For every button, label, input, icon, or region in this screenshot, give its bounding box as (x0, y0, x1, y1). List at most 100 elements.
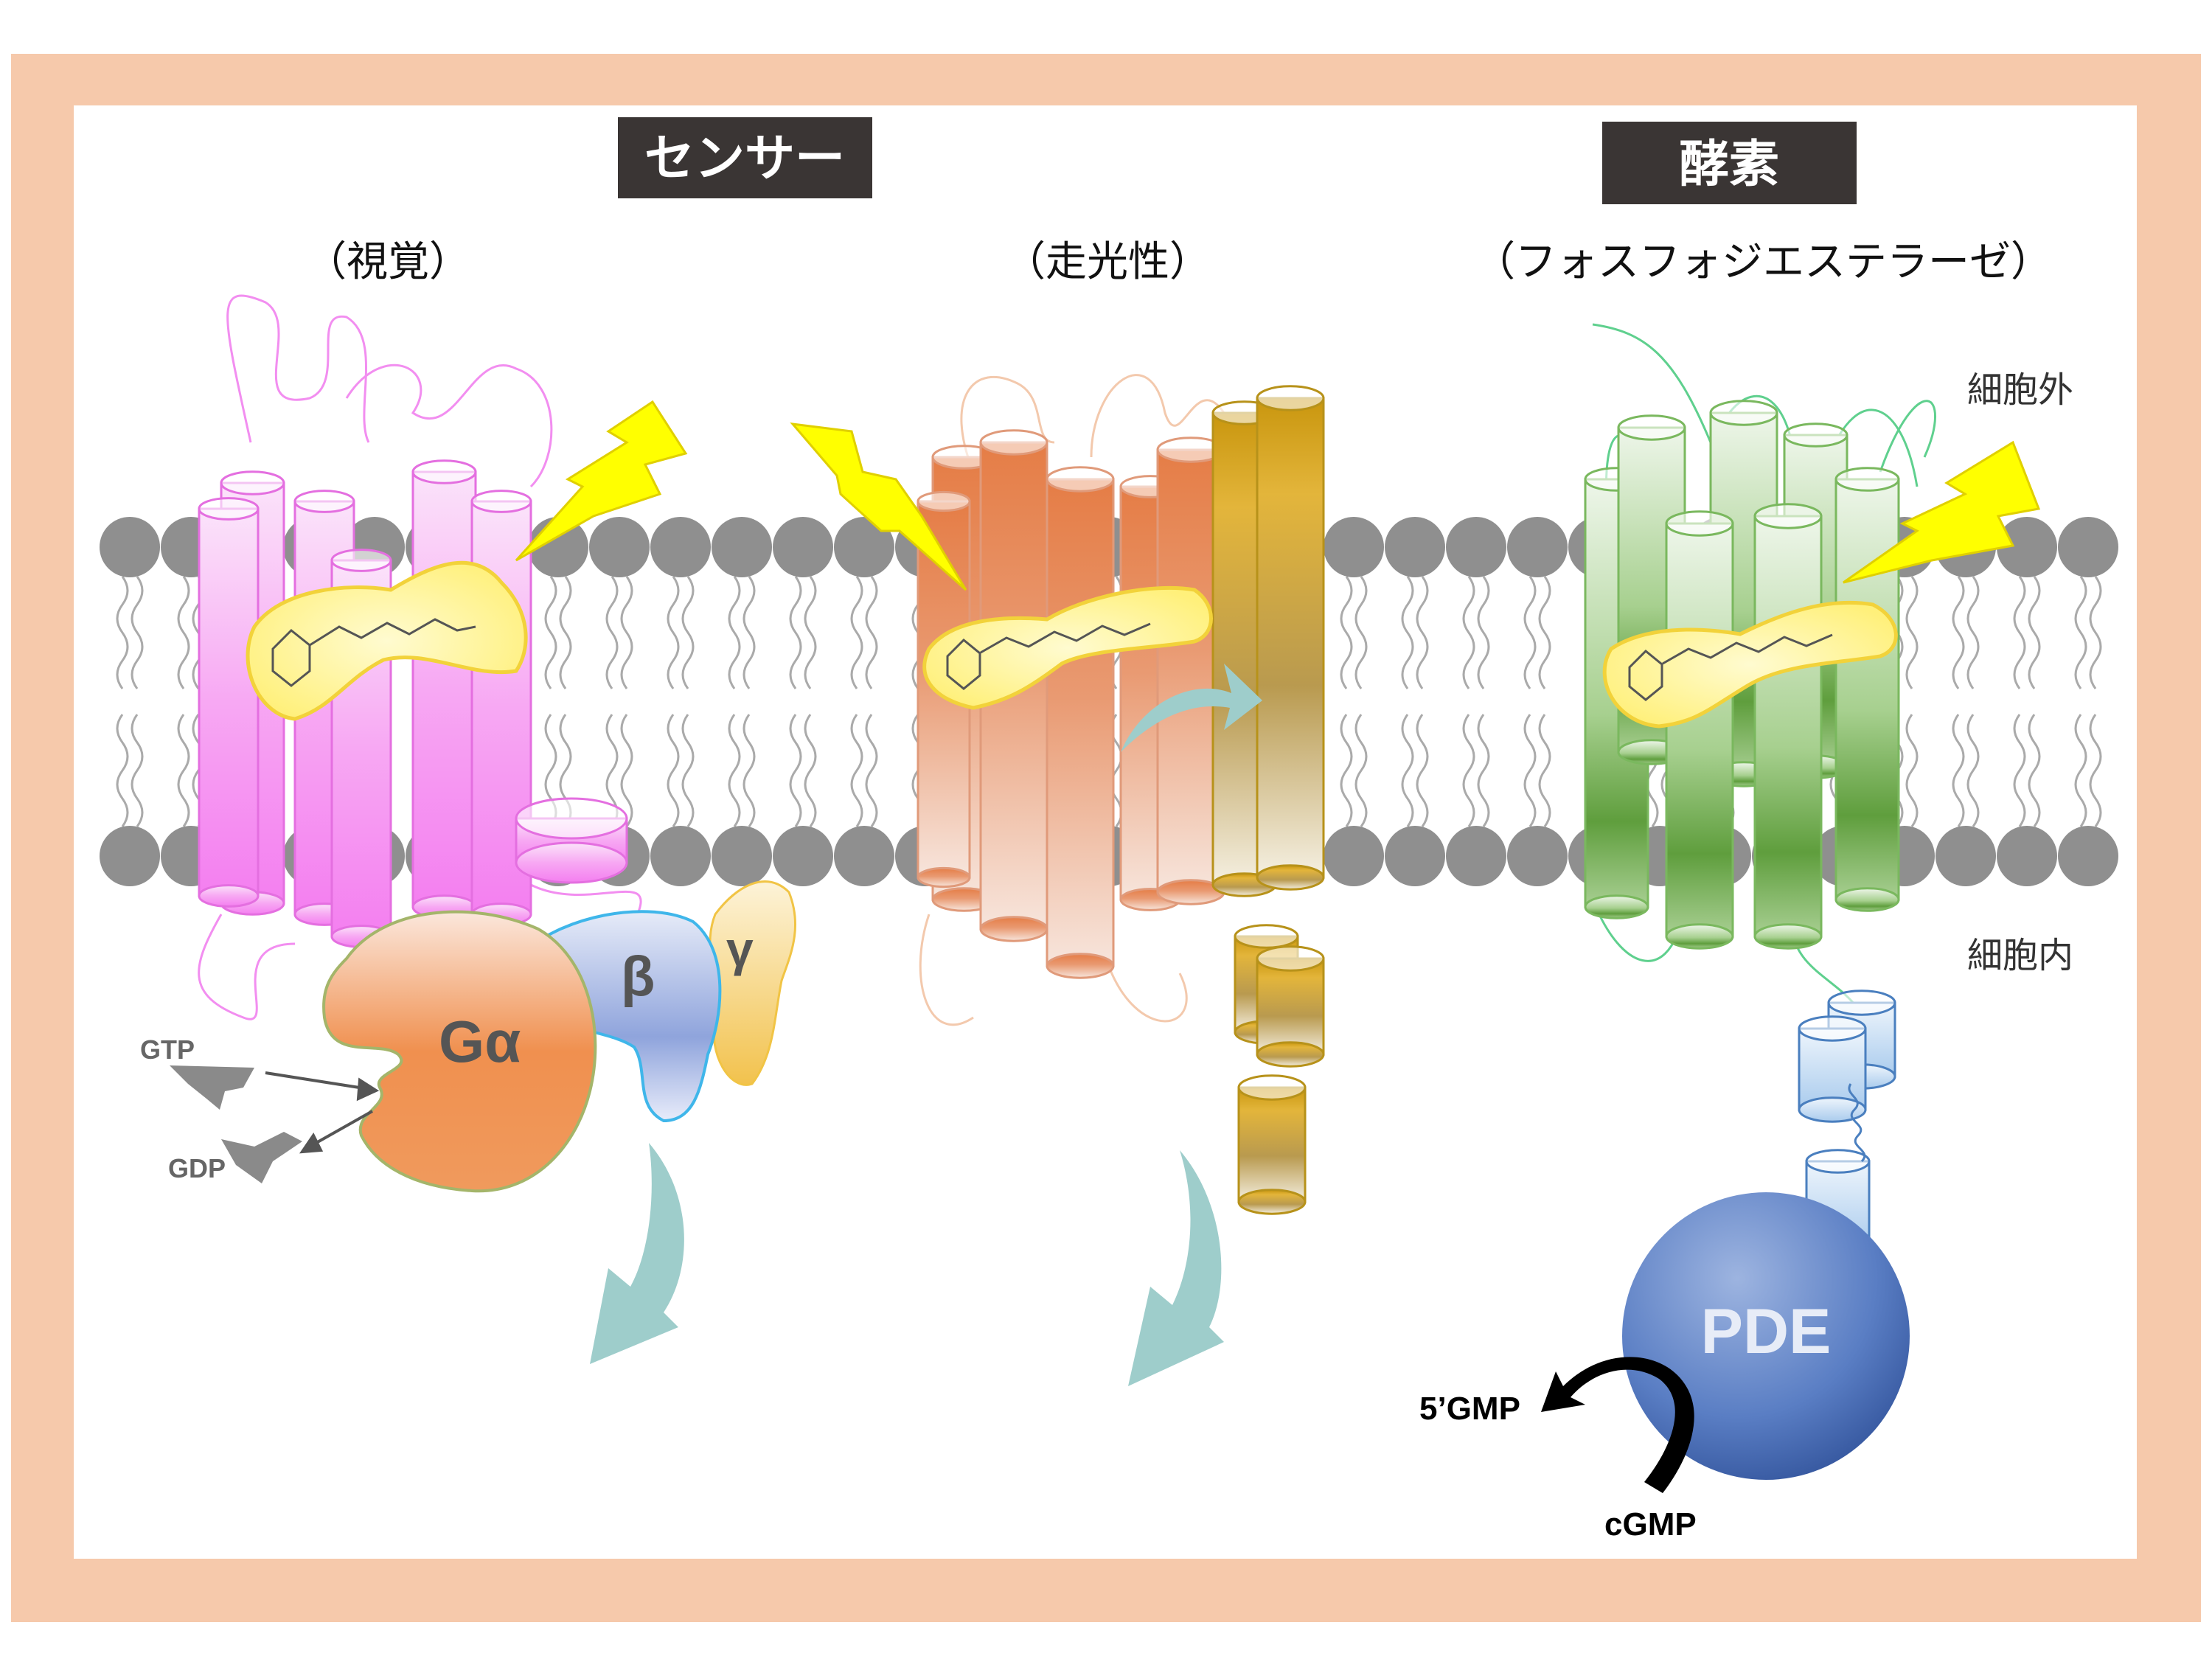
enzyme-header: 酵素 (1679, 136, 1779, 194)
lipid-head (1324, 517, 1384, 577)
lipid-tail (1966, 576, 1980, 689)
lipid-tail (2028, 714, 2041, 827)
lipid-tail (1952, 714, 1965, 827)
lipid-tail (131, 576, 144, 689)
helix-cylinder (1256, 945, 1325, 1068)
lipid-tail (620, 576, 633, 689)
lipid-tail (667, 714, 680, 827)
subtitle-vision: （視覚） (305, 238, 470, 286)
lipid-tail (544, 576, 557, 689)
lipid-head (650, 826, 711, 886)
lipid-head (1997, 517, 2057, 577)
lipid-tail (1401, 576, 1414, 689)
helix-cylinder (1256, 385, 1325, 891)
light-bolts (515, 400, 2041, 591)
sensor-header: センサー (644, 130, 845, 188)
g-alpha-subunit (322, 910, 597, 1193)
lipid-tail (789, 714, 802, 827)
lipid-tail (1952, 576, 1965, 689)
lipid-tail (605, 576, 619, 689)
lipid-head (1935, 826, 1996, 886)
lipid-tail (177, 576, 190, 689)
lipid-tail (1401, 714, 1414, 827)
lipid-tail (2028, 576, 2041, 689)
lipid-tail (1416, 714, 1429, 827)
lipid-tail (1416, 576, 1429, 689)
lipid-head (589, 517, 650, 577)
lipid-tail (804, 576, 817, 689)
lipid-tail (116, 714, 129, 827)
lipid-tail (804, 714, 817, 827)
lightning-icon (790, 422, 967, 591)
helix-cylinder (1834, 467, 1900, 912)
lipid-head (1385, 517, 1445, 577)
gamma-label: γ (726, 922, 754, 976)
lipid-head (1446, 517, 1506, 577)
lipid-tail (850, 576, 863, 689)
pde-sphere (1622, 1192, 1910, 1480)
retinal-rhodopsin (246, 560, 528, 721)
lipid-tail (1354, 714, 1368, 827)
lipid-tail (1905, 576, 1919, 689)
lipid-tail (2089, 714, 2102, 827)
g-protein: Gα β γ GTP GDP (140, 880, 797, 1193)
lipid-head (100, 517, 160, 577)
lipid-tail (2013, 714, 2026, 827)
helix-cylinder (1046, 466, 1115, 979)
lipid-tail (559, 576, 572, 689)
lipid-tail (1477, 714, 1490, 827)
lipid-tail (2089, 576, 2102, 689)
lipid-head (1997, 826, 2057, 886)
gtp-label: GTP (140, 1034, 195, 1065)
enzyme-header-box (1602, 122, 1857, 204)
pde-label: PDE (1701, 1296, 1832, 1367)
gtp-molecule (170, 1065, 254, 1110)
lipid-head (773, 517, 833, 577)
lipid-tail (1462, 714, 1475, 827)
lipid-head (834, 826, 894, 886)
pde-domain: PDE 5’GMP cGMP (1419, 1083, 1910, 1543)
extracellular-label: 細胞外 (1967, 369, 2073, 411)
gdp-molecule (221, 1132, 302, 1183)
lipid-head (773, 826, 833, 886)
lipid-tail (116, 576, 129, 689)
lipid-head (1507, 517, 1568, 577)
subtitle-pde: （フォスフォジエステラーゼ） (1474, 238, 2052, 286)
lipid-tail (1462, 576, 1475, 689)
beta-label: β (621, 945, 655, 1008)
lightning-icon (515, 400, 688, 562)
lipid-head (1446, 826, 1506, 886)
lightning-icon (1843, 440, 2041, 584)
lipid-tail (789, 576, 802, 689)
lipid-head (2058, 517, 2118, 577)
lipid-tail (1523, 714, 1537, 827)
lipid-head (2058, 826, 2118, 886)
lipid-tail (1477, 576, 1490, 689)
g-alpha-label: Gα (439, 1009, 521, 1074)
signal-arrow-phototaxis (1128, 1150, 1224, 1386)
lipid-tail (681, 576, 695, 689)
lipid-tail (1905, 714, 1919, 827)
lipid-tail (728, 714, 741, 827)
lipid-head (650, 517, 711, 577)
subtitle-phototaxis: （走光性） (1004, 238, 1211, 286)
lipid-tail (1538, 576, 1551, 689)
lipid-tail (865, 714, 878, 827)
sensor-header-box (618, 117, 872, 198)
retinal-phototaxis (922, 585, 1213, 710)
lipid-head (712, 517, 772, 577)
helix-cylinder (1665, 510, 1734, 950)
lipid-tail (1340, 576, 1353, 689)
lipid-tail (2074, 576, 2087, 689)
lipid-tail (681, 714, 695, 827)
phototaxis-loops (919, 374, 1225, 1026)
helix-cylinder (198, 497, 260, 908)
intracellular-label: 細胞内 (1967, 935, 2073, 976)
signal-arrow-vision (590, 1143, 684, 1364)
lipid-head (712, 826, 772, 886)
helix-cylinder (1237, 1074, 1307, 1215)
lipid-tail (742, 576, 756, 689)
lipid-tail (1340, 714, 1353, 827)
retinal-pde (1602, 600, 1898, 728)
